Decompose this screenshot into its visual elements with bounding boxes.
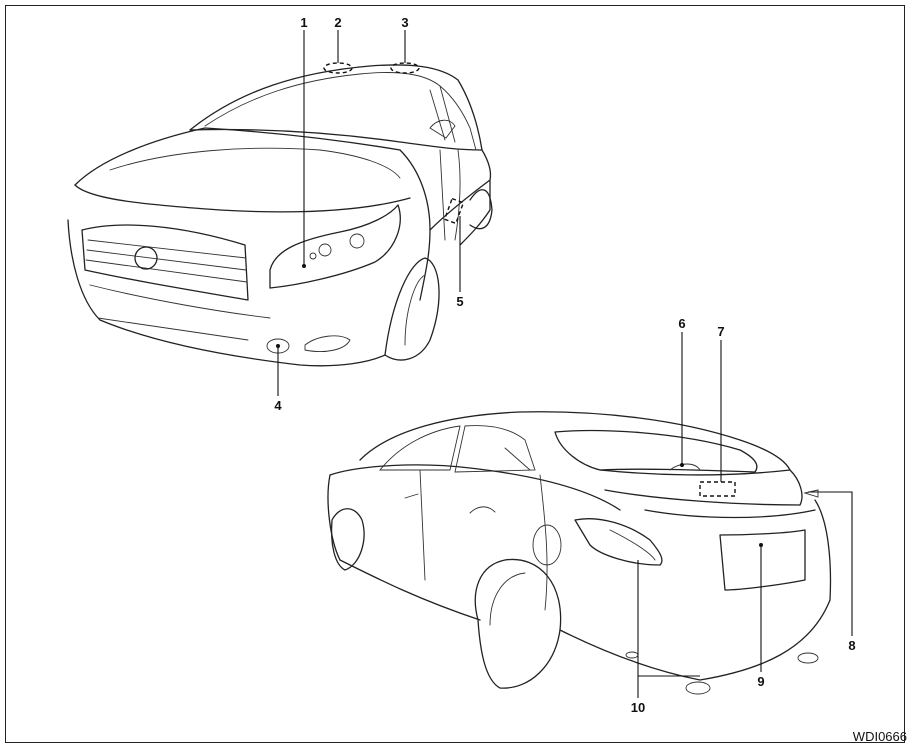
trunk-marker-7: [699, 481, 736, 497]
leader-lines: [276, 30, 853, 698]
callout-9: 9: [757, 674, 764, 689]
callout-8: 8: [848, 638, 855, 653]
callout-2: 2: [334, 15, 341, 30]
roof-marker-3: [390, 62, 420, 74]
figure-frame: [5, 5, 905, 743]
callout-1: 1: [300, 15, 307, 30]
front-car-illustration: [67, 64, 493, 367]
callout-5: 5: [456, 294, 463, 309]
roof-marker-2: [323, 62, 353, 74]
callout-3: 3: [401, 15, 408, 30]
rear-car-illustration: [327, 411, 832, 695]
callout-10: 10: [631, 700, 645, 715]
figure-code: WDI0666: [853, 729, 907, 744]
callout-4: 4: [274, 398, 282, 413]
callout-6: 6: [678, 316, 685, 331]
callout-7: 7: [717, 324, 724, 339]
